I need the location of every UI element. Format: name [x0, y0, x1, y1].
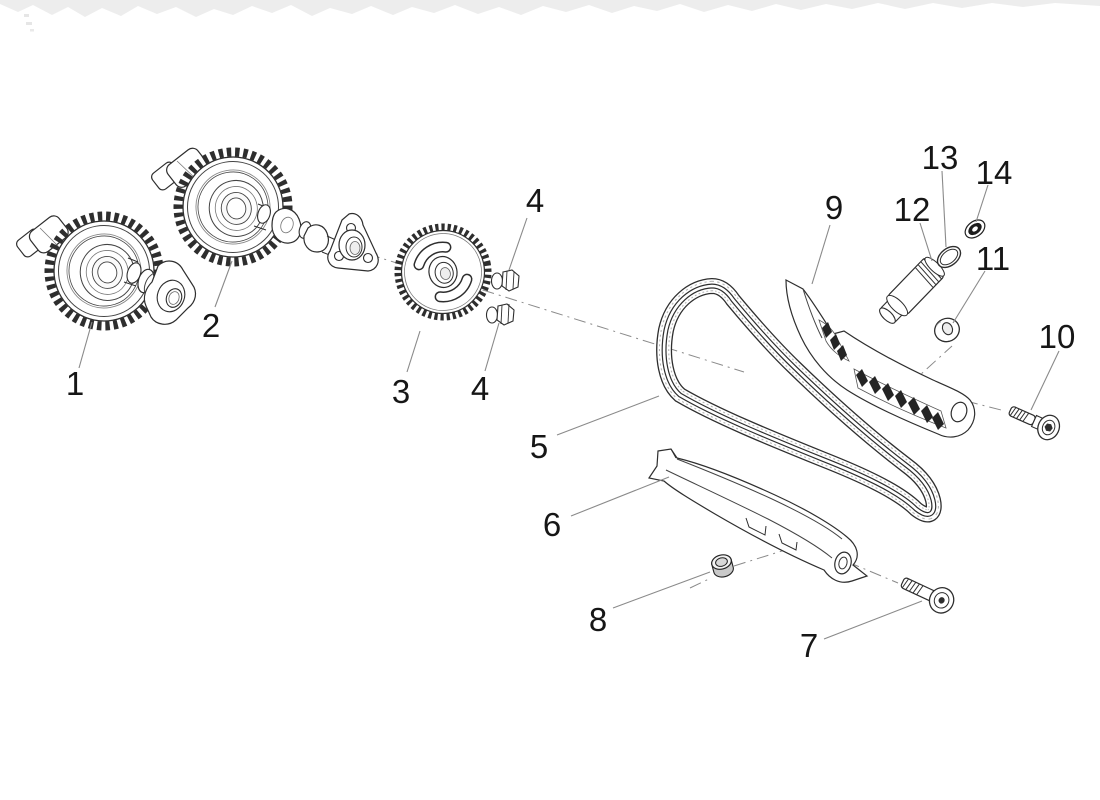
callout-9: 9 [811, 189, 843, 285]
flat-washer [934, 317, 960, 343]
callout-label-11: 11 [976, 240, 1010, 277]
sprocket-bolt-upper [490, 269, 520, 292]
callout-label-9: 9 [825, 189, 843, 226]
leader-line-4-lower [484, 322, 500, 372]
callout-label-3: 3 [392, 373, 410, 410]
chain-tensioner [879, 256, 945, 324]
callouts: 1 2 3 4 4 5 6 7 [66, 139, 1076, 664]
lower-chain-guide [648, 448, 869, 583]
callout-14: 14 [975, 154, 1013, 223]
callout-3: 3 [392, 330, 421, 410]
callout-12: 12 [894, 191, 933, 262]
callout-label-1: 1 [66, 365, 84, 402]
sealing-washer [964, 219, 986, 239]
camshaft-1-shaft [123, 257, 197, 325]
upper-chain-guide [785, 279, 976, 438]
timing-sprocket [394, 223, 492, 321]
leader-line-11 [952, 270, 986, 324]
callout-11: 11 [952, 240, 1010, 324]
leader-line-5 [556, 395, 660, 436]
callout-label-4-lower: 4 [471, 370, 489, 407]
leader-line-7 [823, 600, 923, 640]
camshaft-2-lobes [151, 147, 209, 191]
callout-8: 8 [589, 571, 711, 638]
callout-label-10: 10 [1039, 318, 1076, 355]
callout-label-13: 13 [922, 139, 959, 176]
camshaft-2-shaft [253, 203, 379, 272]
leader-line-4-upper [508, 217, 528, 271]
leader-line-10 [1030, 350, 1060, 411]
callout-label-8: 8 [589, 601, 607, 638]
leader-line-3 [406, 330, 421, 373]
callout-13: 13 [922, 139, 959, 248]
callout-4-upper: 4 [508, 182, 544, 271]
leader-line-14 [975, 184, 989, 223]
sprocket-bolt-lower [485, 303, 515, 326]
callout-label-7: 7 [800, 627, 818, 664]
callout-label-4-upper: 4 [526, 182, 544, 219]
leader-line-13 [941, 170, 947, 248]
callout-2: 2 [202, 260, 233, 344]
lower-guide-axis-line [689, 544, 899, 589]
callout-5: 5 [530, 395, 660, 465]
paper-edge-noise [0, 0, 1100, 32]
callout-label-6: 6 [543, 506, 561, 543]
callout-label-14: 14 [976, 154, 1013, 191]
callout-label-5: 5 [530, 428, 548, 465]
camshaft-1-lobes [16, 215, 69, 258]
callout-7: 7 [800, 600, 923, 664]
camshaft-1-gear [44, 211, 164, 331]
camshaft-2-gear [173, 147, 293, 267]
guide-bolt-lower [900, 577, 955, 614]
leader-line-8 [612, 571, 711, 609]
leader-line-2 [214, 260, 233, 308]
leader-line-1 [78, 321, 93, 369]
chain-links-through-guide [822, 322, 944, 430]
leader-line-12 [919, 222, 933, 262]
callout-4-lower: 4 [471, 322, 500, 407]
guide-nut [711, 554, 734, 578]
leader-line-6 [570, 476, 670, 517]
callout-label-12: 12 [894, 191, 931, 228]
callout-10: 10 [1030, 318, 1076, 411]
timing-chain [656, 278, 942, 523]
leader-line-9 [811, 224, 831, 285]
callout-1: 1 [66, 321, 93, 402]
tensioner-o-ring [936, 245, 962, 269]
callout-6: 6 [543, 476, 670, 543]
callout-label-2: 2 [202, 307, 220, 344]
